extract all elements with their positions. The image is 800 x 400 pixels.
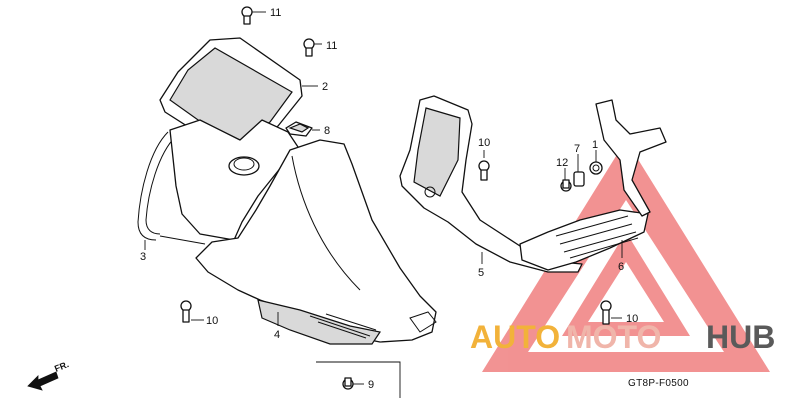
callout-2: 2: [322, 81, 328, 93]
collar-7: [573, 171, 585, 187]
front-arrow-icon: [27, 371, 59, 391]
callout-9: 9: [368, 379, 374, 391]
bolt-12: [560, 179, 572, 192]
callout-10-left: 10: [206, 315, 218, 327]
screw-11-second: [303, 38, 315, 57]
screw-11-top: [241, 6, 253, 25]
bolt-9: [342, 377, 354, 390]
callout-8: 8: [324, 125, 330, 137]
watermark-text-moto: MOTO: [566, 319, 661, 355]
bolt-10-left: [180, 300, 192, 323]
callout-labels: 11 11 2 8 3 10 4 10 5 7 1 12 6 10 9: [140, 7, 638, 391]
watermark-text: AUTO MOTO HUB: [470, 319, 775, 355]
callout-7: 7: [574, 143, 580, 155]
watermark-triangle-inner: [562, 232, 690, 336]
callout-10-mid: 10: [478, 137, 490, 149]
callout-3: 3: [140, 251, 146, 263]
watermark-text-auto: AUTO: [470, 319, 560, 355]
part-frame-bracket: [137, 131, 206, 245]
nut-1: [589, 161, 603, 175]
callout-6: 6: [618, 261, 624, 273]
diagram-code: GT8P-F0500: [628, 378, 689, 389]
callout-4: 4: [274, 329, 280, 341]
front-direction-label: FR.: [53, 359, 70, 374]
bolt-10-right: [600, 300, 612, 325]
watermark-text-hub: HUB: [706, 319, 775, 355]
part-floor-cover: [399, 95, 583, 273]
part-clip: [285, 121, 313, 137]
callout-11-top: 11: [270, 7, 281, 19]
callout-5: 5: [478, 267, 484, 279]
part-leg-shield: [169, 119, 437, 345]
bolt-10-mid: [478, 160, 490, 181]
front-direction-indicator: FR.: [27, 359, 70, 391]
part-floor-step: [519, 99, 667, 271]
callout-10-right: 10: [626, 313, 638, 325]
leader-lines: [144, 11, 623, 398]
callout-12: 12: [556, 157, 568, 169]
callout-11-second: 11: [326, 40, 337, 52]
callout-1: 1: [592, 139, 598, 151]
